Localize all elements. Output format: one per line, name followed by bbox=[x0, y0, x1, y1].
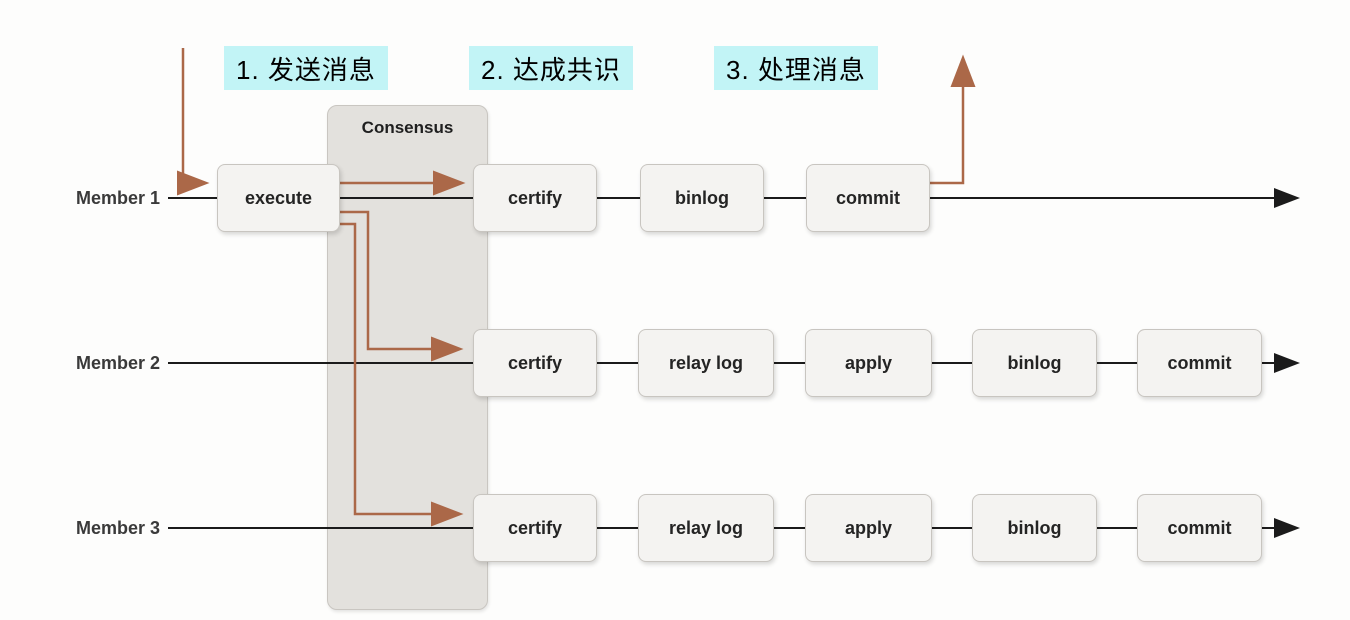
stage-box-m2-commit: commit bbox=[1137, 329, 1262, 397]
stage-box-m3-relaylog: relay log bbox=[638, 494, 774, 562]
stage-box-m3-binlog: binlog bbox=[972, 494, 1097, 562]
arrow-incoming-transaction bbox=[177, 48, 210, 196]
stage-box-m1-execute: execute bbox=[217, 164, 340, 232]
stage-box-m1-binlog: binlog bbox=[640, 164, 764, 232]
stage-box-m3-certify: certify bbox=[473, 494, 597, 562]
member2-label: Member 2 bbox=[75, 353, 160, 373]
stage-box-m2-binlog: binlog bbox=[972, 329, 1097, 397]
member1-label: Member 1 bbox=[75, 188, 160, 208]
arrow-execute-to-certify2 bbox=[340, 210, 464, 362]
step-label-reach-consensus: 2. 达成共识 bbox=[469, 46, 633, 90]
member3-label: Member 3 bbox=[75, 518, 160, 538]
step-label-process-message: 3. 处理消息 bbox=[714, 46, 878, 90]
stage-box-m1-certify: certify bbox=[473, 164, 597, 232]
step-label-send-message: 1. 发送消息 bbox=[224, 46, 388, 90]
arrow-execute-to-certify3 bbox=[340, 222, 464, 527]
stage-box-m2-relaylog: relay log bbox=[638, 329, 774, 397]
stage-box-m3-commit: commit bbox=[1137, 494, 1262, 562]
stage-box-m1-commit: commit bbox=[806, 164, 930, 232]
stage-box-m3-apply: apply bbox=[805, 494, 932, 562]
stage-box-m2-certify: certify bbox=[473, 329, 597, 397]
arrow-commit-response bbox=[928, 54, 976, 185]
consensus-label: Consensus bbox=[361, 118, 454, 137]
stage-box-m2-apply: apply bbox=[805, 329, 932, 397]
